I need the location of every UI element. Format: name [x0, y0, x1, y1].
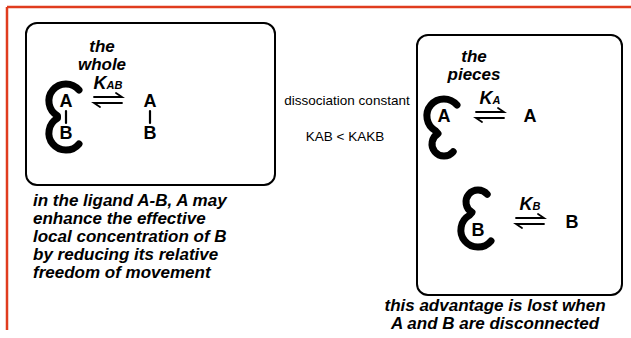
ligand-letter: A [144, 91, 157, 111]
equilibrium-arrow [516, 214, 544, 228]
bond-line [149, 111, 151, 123]
rate-constant: KAB [94, 73, 123, 95]
equilibrium-arrow [94, 93, 122, 107]
ligand-letter: B [566, 212, 579, 232]
ligand-letter: A [60, 91, 73, 111]
panel-box: the pieces [416, 34, 623, 296]
receptor-shape [461, 190, 491, 247]
caption-text: this advantage is lost when A and B are … [380, 297, 610, 333]
caption-text: in the ligand A-B, A may enhance the eff… [33, 192, 238, 282]
ligand-letter: A [438, 106, 451, 126]
equilibrium-arrow [476, 108, 504, 122]
frame-line [7, 7, 631, 330]
ligand-letter: B [472, 220, 485, 240]
panel-title: the whole [72, 38, 132, 74]
ligand-letter: A [524, 106, 537, 126]
panel-title: the pieces [444, 48, 504, 84]
rate-constant: KB [520, 194, 541, 216]
ligand-letter: B [60, 123, 73, 143]
inequality-text: KAB < KAKB [306, 128, 384, 146]
bond-line [65, 111, 67, 123]
receptor-shape [49, 84, 79, 150]
receptor-shape [427, 99, 457, 156]
rate-constant: KA [480, 88, 501, 110]
ligand-letter: B [144, 123, 157, 143]
note-text: dissociation constant [284, 92, 409, 110]
